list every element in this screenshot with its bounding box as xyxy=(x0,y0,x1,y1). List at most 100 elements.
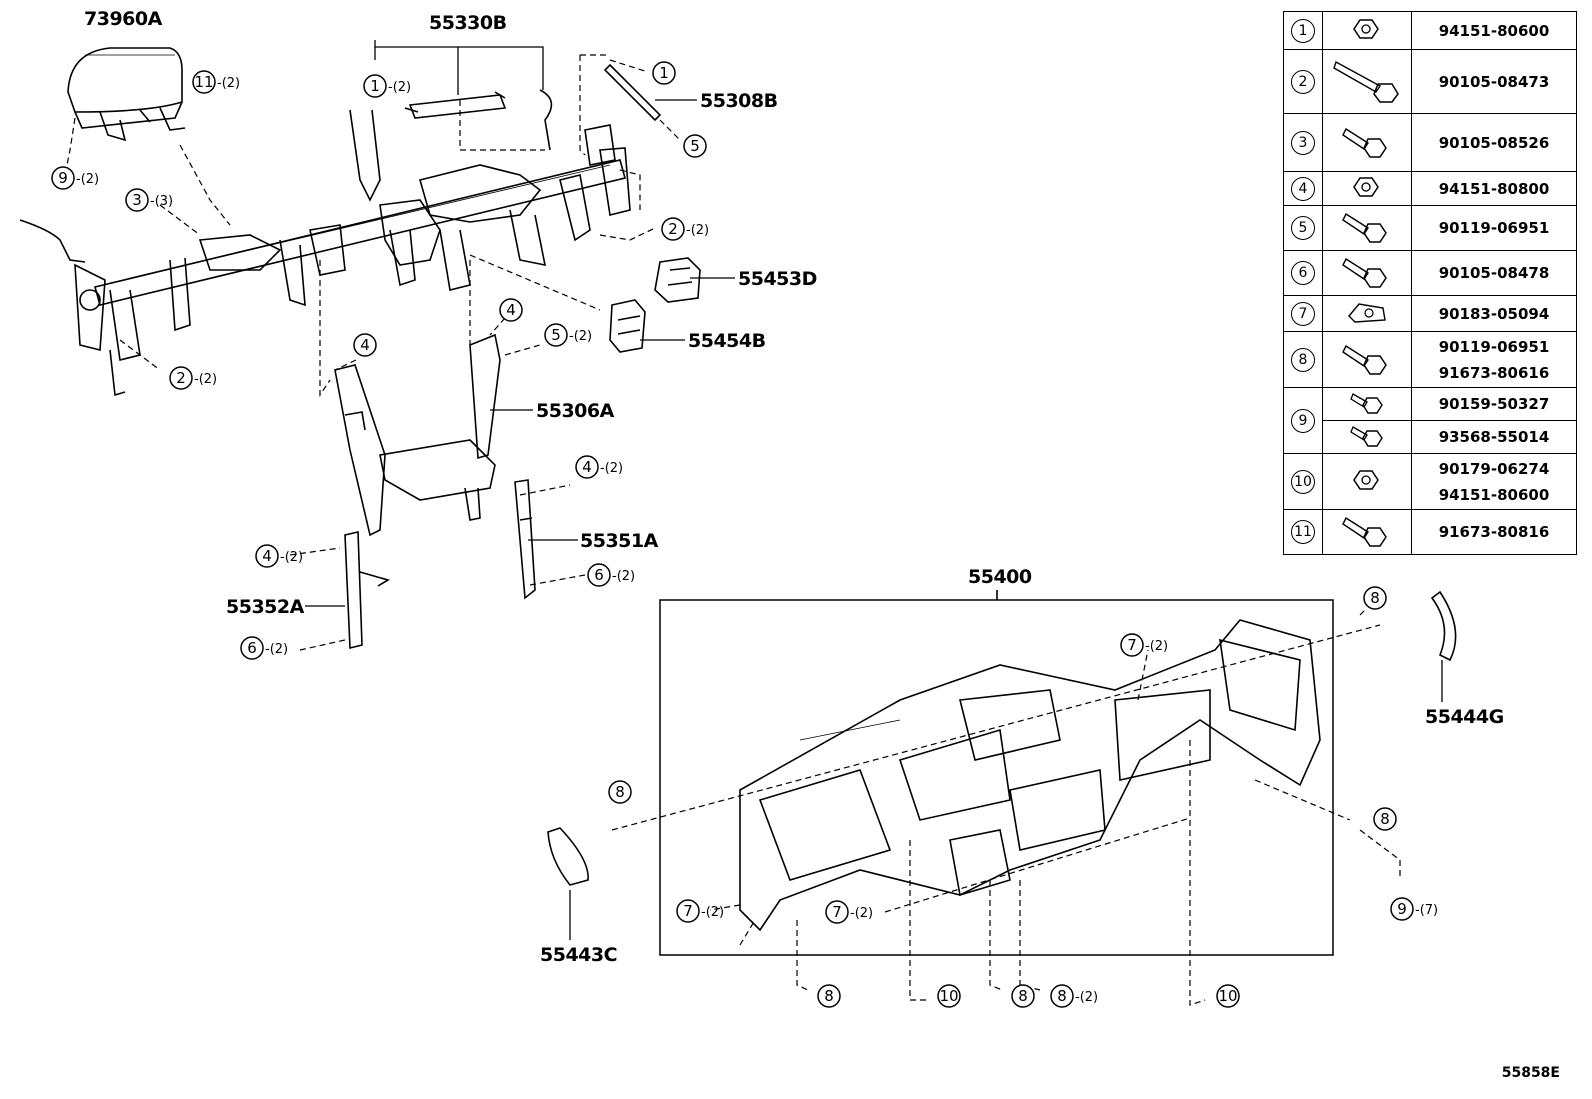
fastener-part-numbers: 94151-80600 xyxy=(1411,11,1577,50)
instrument-panel-reinforcement xyxy=(19,89,631,397)
svg-text:-(2): -(2) xyxy=(600,461,623,476)
label-55453D: 55453D xyxy=(738,268,817,290)
callout-5-top xyxy=(683,134,707,158)
svg-text:1: 1 xyxy=(370,77,380,95)
label-55352A: 55352A xyxy=(226,596,304,618)
fastener-row: 11 91673-80816 xyxy=(1283,509,1577,555)
part-number: 93568-55014 xyxy=(1438,428,1550,446)
center-brace-55306A xyxy=(334,333,501,537)
reference-code: 55858E xyxy=(1501,1065,1560,1081)
part-number: 90105-08526 xyxy=(1438,133,1550,152)
part-number: 90119-06951 xyxy=(1438,219,1550,237)
svg-text:4: 4 xyxy=(506,301,516,319)
svg-text:5: 5 xyxy=(690,137,700,155)
svg-text:7: 7 xyxy=(832,903,842,921)
fastener-key: 6 xyxy=(1283,250,1323,296)
fastener-part-numbers: 91673-80816 xyxy=(1411,509,1577,555)
part-number: 90179-06274 xyxy=(1438,459,1550,478)
callout-1-top xyxy=(363,74,387,98)
clip-nut-icon xyxy=(1322,295,1412,332)
dashed-leaders xyxy=(64,54,1401,1006)
svg-text:10: 10 xyxy=(1218,987,1237,1005)
bolt-icon xyxy=(1322,113,1412,172)
part-number: 94151-80600 xyxy=(1438,21,1550,40)
fastener-part-numbers: 90119-06951 xyxy=(1411,205,1577,251)
callout-6-a xyxy=(587,563,611,587)
callout-4-a xyxy=(499,298,523,322)
fastener-key: 2 xyxy=(1283,49,1323,114)
label-73960A: 73960A xyxy=(84,8,162,30)
svg-text:6: 6 xyxy=(247,639,257,657)
fastener-row: 6 90105-08478 xyxy=(1283,250,1577,296)
svg-text:4: 4 xyxy=(582,458,592,476)
callout-8-b xyxy=(608,780,632,804)
svg-text:9: 9 xyxy=(1397,900,1407,918)
fastener-part-numbers: 90105-08478 xyxy=(1411,250,1577,296)
svg-text:8: 8 xyxy=(1380,810,1390,828)
part-number: 90105-08473 xyxy=(1438,72,1550,91)
brace-55330B xyxy=(404,91,507,119)
callout-1-right xyxy=(652,61,676,85)
svg-text:7: 7 xyxy=(683,902,693,920)
nut-icon xyxy=(1322,11,1412,50)
quantities: -(2) -(2) -(3) -(2) -(2) -(2) -(2) -(2) … xyxy=(76,76,1438,1005)
label-55351A: 55351A xyxy=(580,530,658,552)
fastener-key: 11 xyxy=(1283,509,1323,555)
callout-numbers: 11 9 3 2 1 1 5 2 4 5 4 4 4 6 6 8 7 8 8 9… xyxy=(58,64,1407,1005)
part-number: 90183-05094 xyxy=(1438,304,1550,323)
trim-55444G xyxy=(1430,590,1457,662)
svg-text:-(2): -(2) xyxy=(612,569,635,584)
callout-9 xyxy=(51,166,75,190)
fastener-row: 7 90183-05094 xyxy=(1283,295,1577,332)
screw-icon xyxy=(1322,387,1412,421)
svg-text:-(7): -(7) xyxy=(1415,903,1438,918)
fastener-part-numbers: 90105-08526 xyxy=(1411,113,1577,172)
callout-7-a xyxy=(1120,633,1144,657)
part-number: 94151-80800 xyxy=(1438,179,1550,198)
label-55444G: 55444G xyxy=(1425,706,1504,728)
stay-55352A xyxy=(344,531,390,650)
part-number: 90105-08478 xyxy=(1438,264,1550,282)
callout-10-b xyxy=(1216,984,1240,1008)
svg-text:6: 6 xyxy=(594,566,604,584)
screw-icon xyxy=(1322,420,1412,454)
svg-text:8: 8 xyxy=(615,783,625,801)
svg-text:-(2): -(2) xyxy=(1145,639,1168,654)
part-number: 94151-80600 xyxy=(1438,485,1550,504)
bolt-icon xyxy=(1322,205,1412,251)
svg-text:5: 5 xyxy=(551,326,561,344)
airbag-module-73960A xyxy=(67,47,186,142)
svg-text:-(2): -(2) xyxy=(265,642,288,657)
callout-7-c xyxy=(825,900,849,924)
callout-8-d xyxy=(817,984,841,1008)
instrument-panel-frame xyxy=(739,619,1321,932)
bolt-icon xyxy=(1322,331,1412,388)
fastener-key: 3 xyxy=(1283,113,1323,172)
fastener-part-numbers: 94151-80800 xyxy=(1411,171,1577,206)
nut-icon xyxy=(1322,171,1412,206)
fastener-key: 7 xyxy=(1283,295,1323,332)
fastener-part-numbers: 90179-06274 94151-80600 xyxy=(1411,453,1577,510)
svg-text:-(2): -(2) xyxy=(217,76,240,91)
fastener-key: 9 xyxy=(1283,387,1323,454)
bracket-55454B xyxy=(609,299,646,353)
callout-8-c xyxy=(1373,807,1397,831)
svg-text:-(2): -(2) xyxy=(280,550,303,565)
callout-4-c xyxy=(575,455,599,479)
svg-text:11: 11 xyxy=(194,73,213,91)
callouts xyxy=(51,61,1414,1008)
callout-4-d xyxy=(255,544,279,568)
label-55400: 55400 xyxy=(968,566,1032,588)
svg-text:1: 1 xyxy=(659,64,669,82)
fastener-part-numbers: 93568-55014 xyxy=(1411,420,1577,454)
part-number: 91673-80616 xyxy=(1438,363,1550,382)
svg-text:-(2): -(2) xyxy=(76,172,99,187)
callout-7-b xyxy=(676,899,700,923)
long-bolt-icon xyxy=(1322,49,1412,114)
svg-text:-(3): -(3) xyxy=(150,194,173,209)
